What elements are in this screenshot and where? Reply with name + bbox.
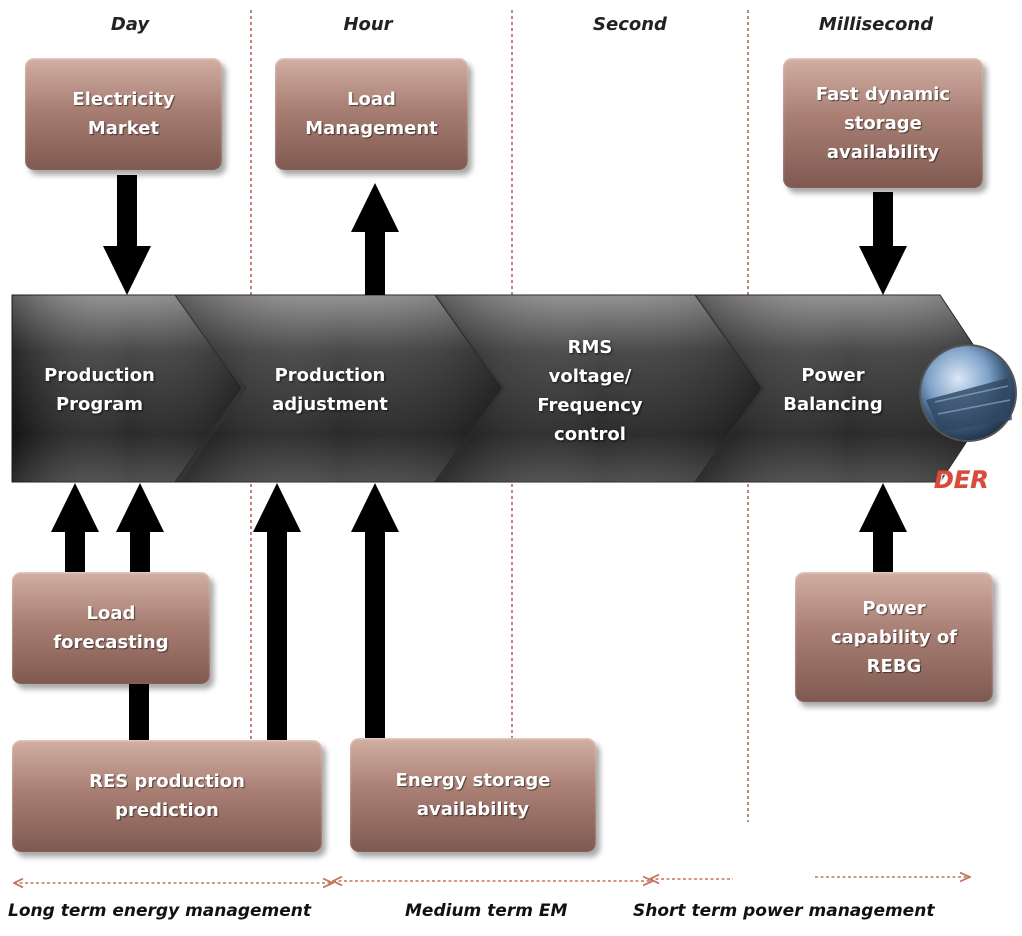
stage-production-program: Production Program [44, 365, 155, 415]
column-heading-millisecond: Millisecond [818, 14, 934, 35]
column-heading-day: Day [110, 14, 150, 35]
column-heading-second: Second [593, 14, 667, 35]
arrow-energy-storage-to-adjustment [351, 483, 399, 740]
timescale-arrows [14, 877, 970, 883]
column-dividers [250, 10, 749, 822]
column-heading-hour: Hour [343, 14, 393, 35]
arrow-market-to-program [103, 175, 151, 295]
der-globe-icon [919, 344, 1017, 442]
arrow-storage-to-balancing [859, 192, 907, 295]
energy-storage-availability-box: Energy storage availability [350, 738, 596, 852]
electricity-market-box: Electricity Market [25, 58, 222, 170]
stage-power-balancing: Power Balancing [783, 365, 883, 415]
load-management-box: Load Management [275, 58, 468, 170]
load-forecasting-box: Load forecasting [12, 572, 210, 684]
res-production-prediction-box: RES production prediction [12, 740, 322, 852]
fast-dynamic-storage-box: Fast dynamic storage availability [783, 58, 983, 188]
timescale-short-term: Short term power management [633, 901, 935, 921]
arrow-adjustment-to-load-management [351, 183, 399, 295]
stage-chevrons [11, 294, 1003, 483]
arrow-res-to-adjustment [253, 483, 301, 740]
der-label: DER [934, 466, 989, 494]
arrow-forecast-to-program-1 [51, 483, 99, 575]
stage-production-adjustment: Production adjustment [272, 365, 388, 415]
power-capability-box: Power capability of REBG [795, 572, 993, 702]
arrow-capability-to-balancing [859, 483, 907, 575]
stage-rms-control: RMS voltage/ Frequency control [537, 337, 643, 445]
arrow-forecast-to-program-2 [116, 483, 164, 575]
flow-arrows [51, 175, 907, 742]
connector-res-to-forecasting [129, 684, 149, 742]
timescale-long-term: Long term energy management [8, 901, 312, 921]
timescale-medium-term: Medium term EM [405, 901, 568, 921]
